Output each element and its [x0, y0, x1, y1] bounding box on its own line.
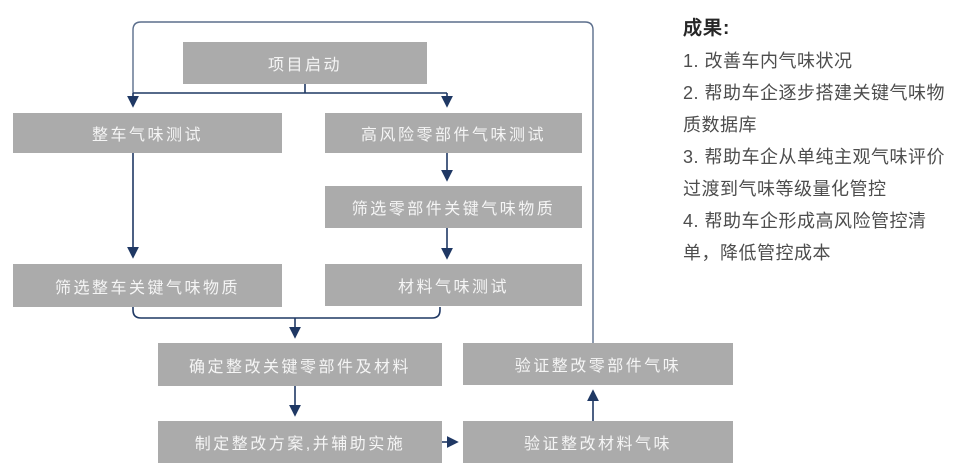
results-item: 2. 帮助车企逐步搭建关键气味物质数据库 — [683, 83, 946, 135]
node-high-risk-parts-odor-test: 高风险零部件气味测试 — [325, 113, 582, 153]
connector-start-branch — [133, 84, 447, 94]
node-confirm-rectify-parts-materials: 确定整改关键零部件及材料 — [158, 343, 442, 386]
connector-loop-verify-parts-to-vehicle-test — [132, 21, 594, 343]
node-verify-rectified-parts-odor: 验证整改零部件气味 — [463, 343, 733, 385]
connector-merge-bracket — [132, 307, 441, 319]
node-vehicle-odor-test: 整车气味测试 — [13, 113, 282, 153]
node-verify-rectified-material-odor: 验证整改材料气味 — [463, 421, 733, 463]
results-panel: 成果: 1. 改善车内气味状况 2. 帮助车企逐步搭建关键气味物质数据库 3. … — [683, 13, 949, 269]
node-project-start: 项目启动 — [183, 42, 427, 84]
node-plan-rectification: 制定整改方案,并辅助实施 — [158, 421, 442, 463]
results-item: 1. 改善车内气味状况 — [683, 51, 853, 71]
node-parts-key-odor-screening: 筛选零部件关键气味物质 — [325, 186, 582, 228]
results-title: 成果: — [683, 18, 731, 39]
results-item: 4. 帮助车企形成高风险管控清单，降低管控成本 — [683, 211, 927, 263]
node-vehicle-key-odor-screening: 筛选整车关键气味物质 — [13, 264, 282, 307]
results-item: 3. 帮助车企从单纯主观气味评价过渡到气味等级量化管控 — [683, 147, 946, 199]
node-material-odor-test: 材料气味测试 — [325, 264, 582, 306]
